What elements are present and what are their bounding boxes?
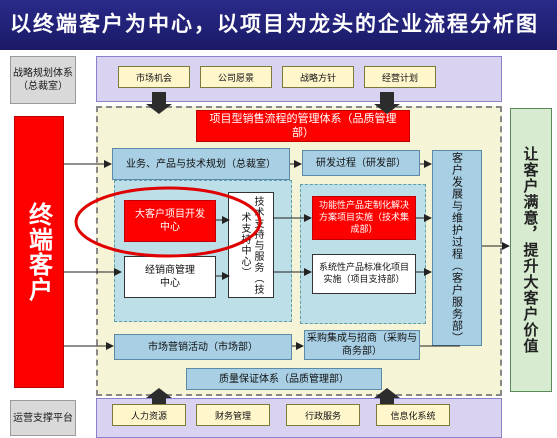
down-arrow-strategy-right: [374, 92, 400, 114]
pill-hr: 人力资源: [112, 404, 186, 426]
customer-satisfaction: 让客户满意，提升大客户价值: [510, 108, 552, 392]
strategy-planning-label: 战略规划体系（总裁室）: [10, 56, 76, 104]
quality-assurance-box: 质量保证体系（品质管理部）: [186, 368, 382, 390]
marketing-box: 市场营销活动（市场部）: [114, 334, 292, 360]
key-account-center: 大客户项目开发中心: [124, 200, 216, 242]
end-customer: 终端客户: [14, 116, 64, 388]
procurement-box: 采购集成与招商（采购与商务部）: [304, 330, 420, 360]
pill-market-opportunity: 市场机会: [118, 66, 190, 88]
customized-solution-box: 功能性产品定制化解决方案项目实施（技术集成部）: [312, 196, 416, 240]
pill-finance: 财务管理: [196, 404, 270, 426]
project-mgmt-header: 项目型销售流程的管理体系（品质管理部）: [196, 110, 410, 142]
up-arrow-support-left: [146, 388, 172, 404]
distribution-center: 经销商管理中心: [124, 256, 216, 298]
standardized-project-box: 系统性产品标准化项目实施（项目支持部）: [312, 254, 416, 294]
ops-support-label: 运营支撑平台: [10, 400, 76, 436]
down-arrow-strategy-left: [146, 92, 172, 114]
highlight-ellipse: [74, 186, 262, 258]
pill-strategy-policy: 战略方针: [282, 66, 354, 88]
page-title: 以终端客户为中心，以项目为龙头的企业流程分析图: [0, 0, 557, 50]
pill-company-vision: 公司愿景: [200, 66, 272, 88]
pill-it-system: 信息化系统: [376, 404, 450, 426]
up-arrow-support-right: [374, 388, 400, 404]
pill-business-plan: 经营计划: [364, 66, 436, 88]
rd-process-box: 研发过程（研发部）: [302, 150, 420, 176]
pill-admin: 行政服务: [286, 404, 360, 426]
business-planning-box: 业务、产品与技术规划（总裁室）: [112, 148, 290, 180]
tech-support-box: 技术支持与服务（技术支持中心）: [228, 192, 274, 298]
